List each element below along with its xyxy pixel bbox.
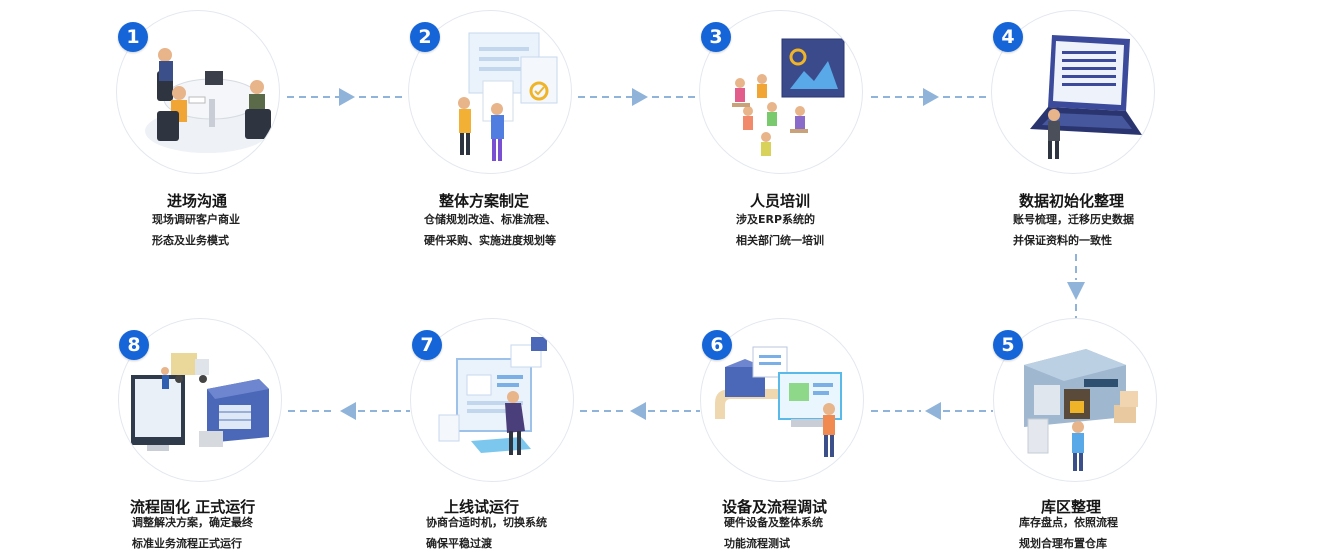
step-7-line-2: 确保平稳过渡 <box>426 537 492 550</box>
step-4-description: 账号梳理，迁移历史数据 并保证资料的一致性 <box>1013 209 1134 251</box>
step-6-line-2: 功能流程测试 <box>724 537 790 550</box>
step-8-line-2: 标准业务流程正式运行 <box>132 537 242 550</box>
connector-7-8 <box>288 402 410 420</box>
step-1-line-2: 形态及业务模式 <box>152 234 229 247</box>
step-2-line-2: 硬件采购、实施进度规划等 <box>424 234 556 247</box>
step-7-number-badge: 7 <box>412 330 442 360</box>
step-7-illustration <box>410 318 574 482</box>
connector-1-2 <box>287 88 407 106</box>
meeting-table-icon <box>145 48 271 153</box>
delivery-warehouse-icon <box>131 353 269 451</box>
step-4-line-2: 并保证资料的一致性 <box>1013 234 1112 247</box>
step-4-illustration <box>991 10 1155 174</box>
step-1-illustration <box>116 10 280 174</box>
step-6-number-badge: 6 <box>702 330 732 360</box>
connector-1-2-arrow-icon <box>339 88 355 106</box>
step-7-line-1: 协商合适时机，切换系统 <box>426 516 547 529</box>
step-1-line-1: 现场调研客户商业 <box>152 213 240 226</box>
step-3-line-1: 涉及ERP系统的 <box>736 213 816 226</box>
step-5-title: 库区整理 <box>1041 498 1102 516</box>
launch-screen-icon <box>438 337 547 455</box>
connector-4-5-arrow-icon <box>1067 282 1085 300</box>
step-8-description: 调整解决方案，确定最终 标准业务流程正式运行 <box>132 512 253 554</box>
step-8-title: 流程固化 正式运行 <box>130 498 256 516</box>
step-8-number-badge: 8 <box>119 330 149 360</box>
step-3-description: 涉及ERP系统的 相关部门统一培训 <box>736 209 824 251</box>
connector-3-4-arrow-icon <box>923 88 939 106</box>
connector-4-5 <box>1067 254 1085 318</box>
planning-board-icon <box>458 32 558 161</box>
step-6-line-1: 硬件设备及整体系统 <box>724 516 823 529</box>
laptop-data-icon <box>1030 35 1142 159</box>
step-5-description: 库存盘点，依照流程 规划合理布置仓库 <box>1019 512 1118 554</box>
warehouse-icon <box>1024 349 1138 471</box>
step-5-line-1: 库存盘点，依照流程 <box>1019 516 1118 529</box>
step-8-illustration <box>118 318 282 482</box>
connector-7-8-arrow-icon <box>340 402 356 420</box>
step-3-line-2: 相关部门统一培训 <box>736 234 824 247</box>
step-3-illustration <box>699 10 863 174</box>
connector-5-6-arrow-icon <box>925 402 941 420</box>
connector-3-4 <box>871 88 989 106</box>
step-1-number-badge: 1 <box>118 22 148 52</box>
step-2-line-1: 仓储规划改造、标准流程、 <box>424 213 556 226</box>
step-5-line-2: 规划合理布置仓库 <box>1019 537 1107 550</box>
step-4-title: 数据初始化整理 <box>1019 192 1125 210</box>
conveyor-test-icon <box>715 346 842 457</box>
step-6-title: 设备及流程调试 <box>722 498 828 516</box>
step-6-description: 硬件设备及整体系统 功能流程测试 <box>724 512 823 554</box>
step-2-description: 仓储规划改造、标准流程、 硬件采购、实施进度规划等 <box>424 209 556 251</box>
connector-6-7-arrow-icon <box>630 402 646 420</box>
step-7-title: 上线试运行 <box>444 498 520 516</box>
connector-2-3 <box>578 88 698 106</box>
training-class-icon <box>732 38 845 156</box>
step-2-title: 整体方案制定 <box>439 192 530 210</box>
step-4-line-1: 账号梳理，迁移历史数据 <box>1013 213 1134 226</box>
step-7-description: 协商合适时机，切换系统 确保平稳过渡 <box>426 512 547 554</box>
step-8-line-1: 调整解决方案，确定最终 <box>132 516 253 529</box>
step-5-number-badge: 5 <box>993 330 1023 360</box>
step-4-number-badge: 4 <box>993 22 1023 52</box>
connector-6-7 <box>580 402 700 420</box>
connector-5-6 <box>871 402 993 420</box>
connector-2-3-arrow-icon <box>632 88 648 106</box>
step-2-number-badge: 2 <box>410 22 440 52</box>
step-3-title: 人员培训 <box>750 192 811 210</box>
step-1-description: 现场调研客户商业 形态及业务模式 <box>152 209 240 251</box>
step-3-number-badge: 3 <box>701 22 731 52</box>
step-1-title: 进场沟通 <box>167 192 228 210</box>
